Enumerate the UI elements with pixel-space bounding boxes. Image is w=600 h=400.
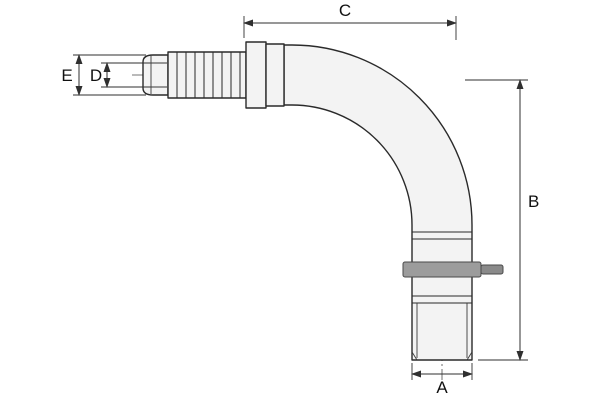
dimension-b: B — [465, 79, 539, 361]
dim-label-c: C — [339, 1, 351, 20]
clamp-collar — [402, 261, 482, 278]
dimension-a: A — [411, 363, 473, 397]
elbow-tube-outline — [283, 44, 473, 361]
dimension-e: E — [61, 54, 146, 96]
clamp-collar-tab — [480, 264, 504, 275]
dimension-d: D — [90, 62, 150, 88]
flange-ring-outer — [245, 41, 267, 109]
dim-label-a: A — [436, 378, 448, 397]
shank-tip — [142, 54, 169, 96]
dim-label-d: D — [90, 66, 102, 85]
dim-label-b: B — [528, 192, 539, 211]
flange-ring-inner — [265, 43, 285, 107]
barb-ridges — [176, 52, 241, 98]
fitting-body — [142, 41, 504, 361]
dimension-c: C — [243, 1, 457, 40]
barbed-section — [167, 51, 247, 99]
bottom-chamfer-right — [466, 351, 473, 361]
bottom-chamfer-left — [411, 351, 418, 361]
dim-label-e: E — [61, 66, 72, 85]
